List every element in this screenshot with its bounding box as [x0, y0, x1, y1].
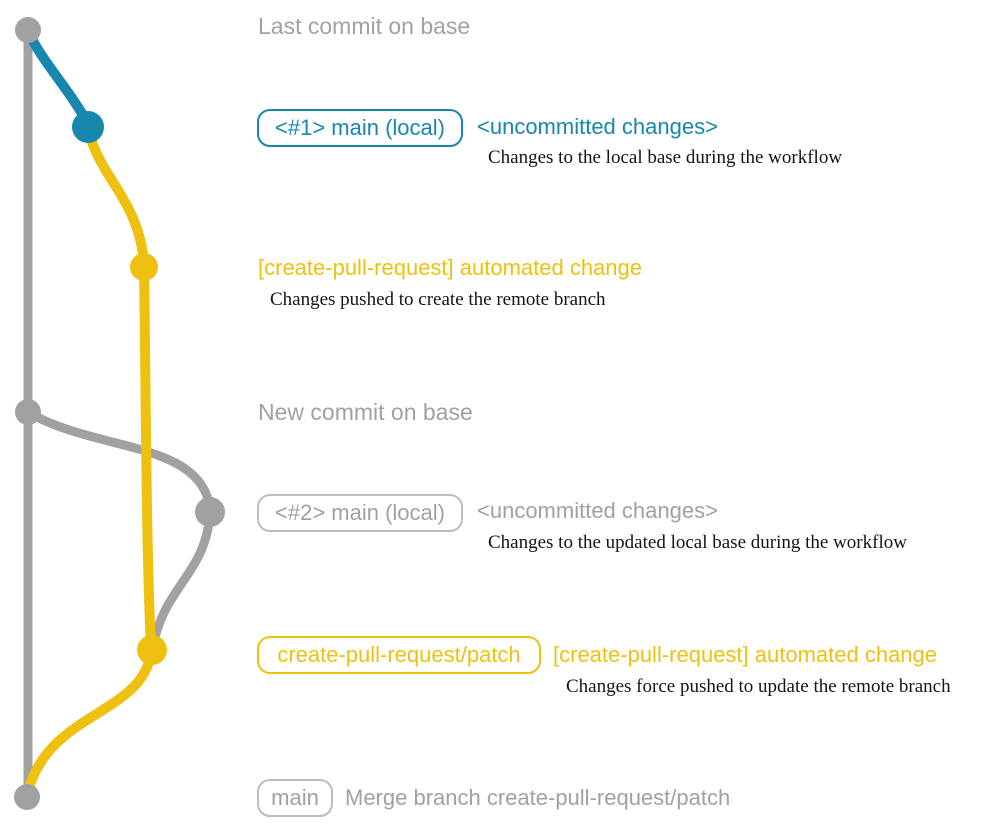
commit-dot-new-base [15, 399, 41, 425]
automated-change-2-label: [create-pull-request] automated change [553, 642, 938, 667]
patch-branch-line [139, 259, 156, 653]
main-local-2-reset-curve [148, 509, 215, 651]
new-commit-label: New commit on base [258, 399, 473, 425]
merge-commit-label: Merge branch create-pull-request/patch [345, 785, 731, 810]
patch-branch-badge: create-pull-request/patch [257, 636, 541, 674]
commit-dot-automated-change-2 [137, 635, 167, 665]
commit-dot-automated-change-1 [130, 253, 158, 281]
workflow-note-4: Changes force pushed to update the remot… [566, 676, 951, 697]
patch-merge-curve [23, 648, 156, 797]
patch-branch-curve-top [84, 128, 149, 267]
automated-change-1-label: [create-pull-request] automated change [258, 255, 643, 280]
commit-dot-main-local-1 [72, 111, 104, 143]
commit-dot-merge [14, 784, 40, 810]
last-commit-label: Last commit on base [258, 13, 471, 39]
workflow-note-3: Changes to the updated local base during… [488, 532, 907, 553]
main-local-1-branch-curve [23, 26, 93, 129]
main-badge: main [257, 779, 333, 817]
main-local-2-badge: <#2> main (local) [257, 494, 463, 532]
workflow-note-1: Changes to the local base during the wor… [488, 147, 843, 168]
uncommitted-changes-1-label: <uncommitted changes> [477, 114, 718, 139]
commit-dot-last-base [15, 17, 41, 43]
commit-dot-main-local-2 [195, 497, 225, 527]
workflow-note-2: Changes pushed to create the remote bran… [270, 289, 606, 310]
uncommitted-changes-2-label: <uncommitted changes> [477, 498, 718, 523]
base-update-curve [23, 407, 215, 513]
main-local-1-badge: <#1> main (local) [257, 109, 463, 147]
